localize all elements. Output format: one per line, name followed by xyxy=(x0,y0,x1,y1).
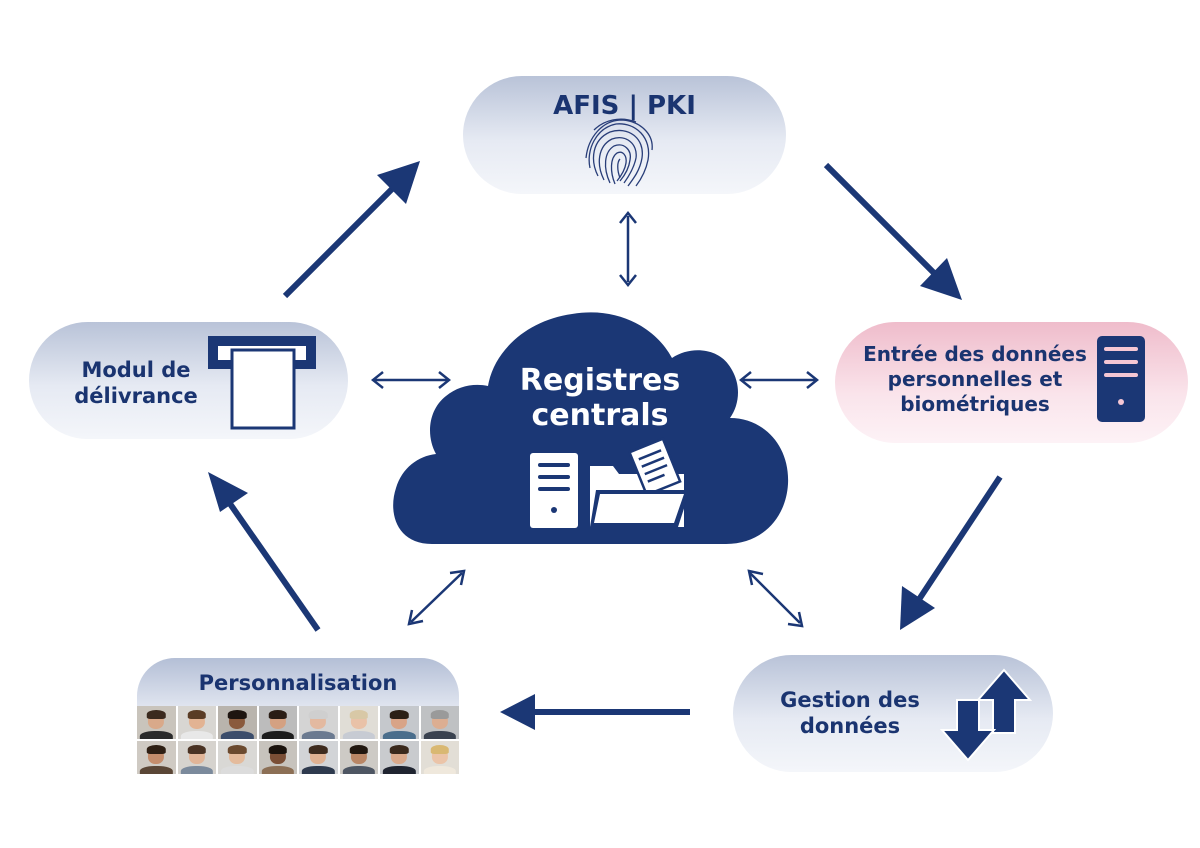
bidirectional-arrows xyxy=(370,210,820,628)
portrait-photo xyxy=(339,706,378,739)
data-entry-label-line2: personnelles et xyxy=(887,367,1063,391)
folder-document-icon xyxy=(590,437,690,527)
portrait-photo xyxy=(380,706,419,739)
fingerprint-icon xyxy=(585,118,653,187)
node-delivery xyxy=(29,322,348,439)
data-management-label: Gestion des données xyxy=(770,687,930,740)
portrait-photo xyxy=(218,741,257,774)
arrow-personalisation-to-delivery xyxy=(208,472,321,632)
arrow-afis-to-entry xyxy=(823,162,962,300)
portrait-photo xyxy=(137,706,176,739)
portrait-photo xyxy=(258,706,297,739)
portrait-photo xyxy=(137,741,176,774)
bidi-arrow-personalisation-central xyxy=(407,569,466,626)
node-data-management xyxy=(733,655,1053,772)
portrait-photos xyxy=(137,706,459,774)
central-cloud xyxy=(393,312,789,544)
portrait-photo xyxy=(177,706,216,739)
bidi-arrow-afis-central xyxy=(619,210,637,288)
data-entry-label-line3: biométriques xyxy=(900,392,1050,416)
data-entry-label-line1: Entrée des données xyxy=(863,342,1087,366)
server-icon xyxy=(530,453,578,528)
swap-arrows-icon xyxy=(939,668,1033,762)
data-management-label-line2: données xyxy=(799,714,901,739)
afis-pki-label: AFIS | PKI xyxy=(553,91,696,121)
bidi-arrow-delivery-central xyxy=(370,371,452,389)
bidi-arrow-entry-central xyxy=(738,371,820,389)
arrow-entry-to-data-management xyxy=(900,475,1003,630)
portrait-photo xyxy=(420,706,459,739)
data-management-label-line1: Gestion des xyxy=(780,688,920,712)
node-afis-pki xyxy=(463,76,786,194)
arrow-delivery-to-afis xyxy=(282,161,420,299)
node-data-entry xyxy=(835,322,1188,443)
portrait-photo xyxy=(380,741,419,774)
delivery-label-line1: Modul de xyxy=(81,358,191,382)
portrait-photo xyxy=(299,706,338,739)
central-registers-label: Registres centrals xyxy=(470,363,730,434)
personalisation-label: Personnalisation xyxy=(198,671,398,695)
portrait-photo xyxy=(177,741,216,774)
cycle-arrows xyxy=(208,161,1003,730)
delivery-label: Modul de délivrance xyxy=(66,357,206,410)
data-entry-label: Entrée des données personnelles et biomé… xyxy=(855,342,1095,417)
node-personalisation xyxy=(137,658,459,706)
portrait-photo xyxy=(258,741,297,774)
card-dispenser-icon xyxy=(208,336,316,430)
delivery-label-line2: délivrance xyxy=(74,384,198,409)
portrait-photo xyxy=(420,741,459,774)
central-registers-line2: centrals xyxy=(531,398,669,434)
central-registers-line1: Registres xyxy=(519,363,681,398)
arrow-data-management-to-personalisation xyxy=(500,694,690,730)
server-tower-icon xyxy=(1097,336,1145,422)
portrait-photo xyxy=(339,741,378,774)
bidi-arrow-data-management-central xyxy=(747,569,804,628)
portrait-photo xyxy=(299,741,338,774)
portrait-photo xyxy=(218,706,257,739)
